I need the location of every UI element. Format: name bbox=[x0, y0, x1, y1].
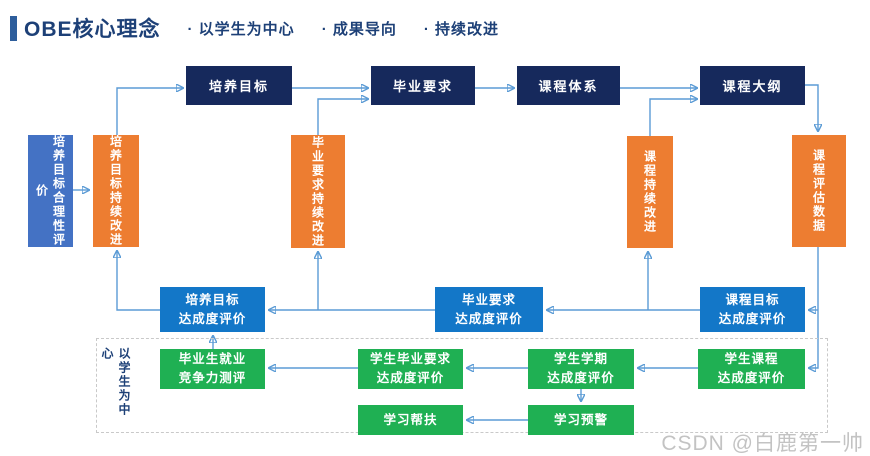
title-accent-bar bbox=[10, 15, 17, 41]
node-label-line2: 达成度评价 bbox=[718, 311, 787, 326]
node-label: 课程评估数据 bbox=[811, 149, 826, 233]
principle-continuous-improvement: · 持续改进 bbox=[423, 20, 500, 38]
node-label: 学习帮扶 bbox=[383, 412, 438, 427]
node-label-line1: 学生课程 bbox=[724, 352, 779, 367]
node-course-evaluation-data: 课程评估数据 bbox=[792, 135, 846, 247]
header: OBE核心理念 · 以学生为中心 · 成果导向 · 持续改进 bbox=[10, 13, 499, 43]
node-goal-continuous-improvement: 培养目标持续改进 bbox=[93, 135, 139, 247]
node-label: 课程大纲 bbox=[722, 79, 783, 94]
node-learning-assistance: 学习帮扶 bbox=[358, 405, 463, 435]
node-label: 课程体系 bbox=[538, 79, 599, 94]
node-goal-rationality-evaluation: 培养目标合理性评价 bbox=[28, 135, 73, 247]
node-graduation-requirements: 毕业要求 bbox=[371, 66, 475, 105]
node-curriculum-system: 课程体系 bbox=[517, 66, 620, 105]
node-label-line1: 培养目标 bbox=[185, 292, 240, 307]
node-course-continuous-improvement: 课程持续改进 bbox=[627, 136, 673, 248]
node-graduate-employment-competitiveness: 毕业生就业 竞争力测评 bbox=[160, 349, 265, 389]
node-learning-warning: 学习预警 bbox=[528, 405, 634, 435]
node-label-line2: 达成度评价 bbox=[455, 311, 523, 326]
node-label: 培养目标持续改进 bbox=[108, 135, 123, 247]
student-centered-label: 以学生为中心 bbox=[99, 347, 133, 427]
node-label-line2: 达成度评价 bbox=[178, 311, 247, 326]
node-label: 培养目标合理性评价 bbox=[34, 135, 66, 247]
node-label-line1: 毕业要求 bbox=[461, 292, 516, 307]
node-training-goal: 培养目标 bbox=[186, 66, 292, 105]
node-student-course-attainment: 学生课程 达成度评价 bbox=[698, 349, 805, 389]
node-label-line1: 课程目标 bbox=[725, 292, 780, 307]
node-label: 培养目标 bbox=[208, 79, 269, 94]
node-label-line2: 达成度评价 bbox=[547, 371, 615, 385]
node-student-gradreq-attainment: 学生毕业要求 达成度评价 bbox=[358, 349, 463, 389]
node-gradreq-continuous-improvement: 毕业要求持续改进 bbox=[291, 135, 345, 248]
node-label: 学习预警 bbox=[553, 412, 608, 427]
principle-student-centered: · 以学生为中心 bbox=[187, 20, 295, 38]
node-label-line2: 竞争力测评 bbox=[178, 371, 247, 385]
node-label-line2: 达成度评价 bbox=[376, 371, 445, 385]
node-course-syllabus: 课程大纲 bbox=[700, 66, 805, 105]
node-label: 毕业要求持续改进 bbox=[310, 135, 325, 248]
node-label: 课程持续改进 bbox=[642, 150, 657, 234]
node-student-term-attainment: 学生学期 达成度评价 bbox=[528, 349, 634, 389]
student-centered-label-text: 以学生为中心 bbox=[100, 347, 131, 417]
node-label-line1: 毕业生就业 bbox=[178, 352, 247, 367]
node-gradreq-attainment-evaluation: 毕业要求 达成度评价 bbox=[435, 287, 543, 332]
csdn-watermark: CSDN @白鹿第一帅 bbox=[661, 432, 864, 455]
node-label-line2: 达成度评价 bbox=[717, 371, 786, 385]
node-label-line1: 学生学期 bbox=[553, 352, 608, 367]
node-label: 毕业要求 bbox=[392, 79, 453, 94]
node-goal-attainment-evaluation: 培养目标 达成度评价 bbox=[160, 287, 265, 332]
node-label-line1: 学生毕业要求 bbox=[369, 352, 451, 367]
node-course-objective-attainment-evaluation: 课程目标 达成度评价 bbox=[700, 287, 805, 332]
page-title: OBE核心理念 bbox=[24, 18, 161, 41]
principle-outcome-based: · 成果导向 bbox=[321, 20, 397, 38]
